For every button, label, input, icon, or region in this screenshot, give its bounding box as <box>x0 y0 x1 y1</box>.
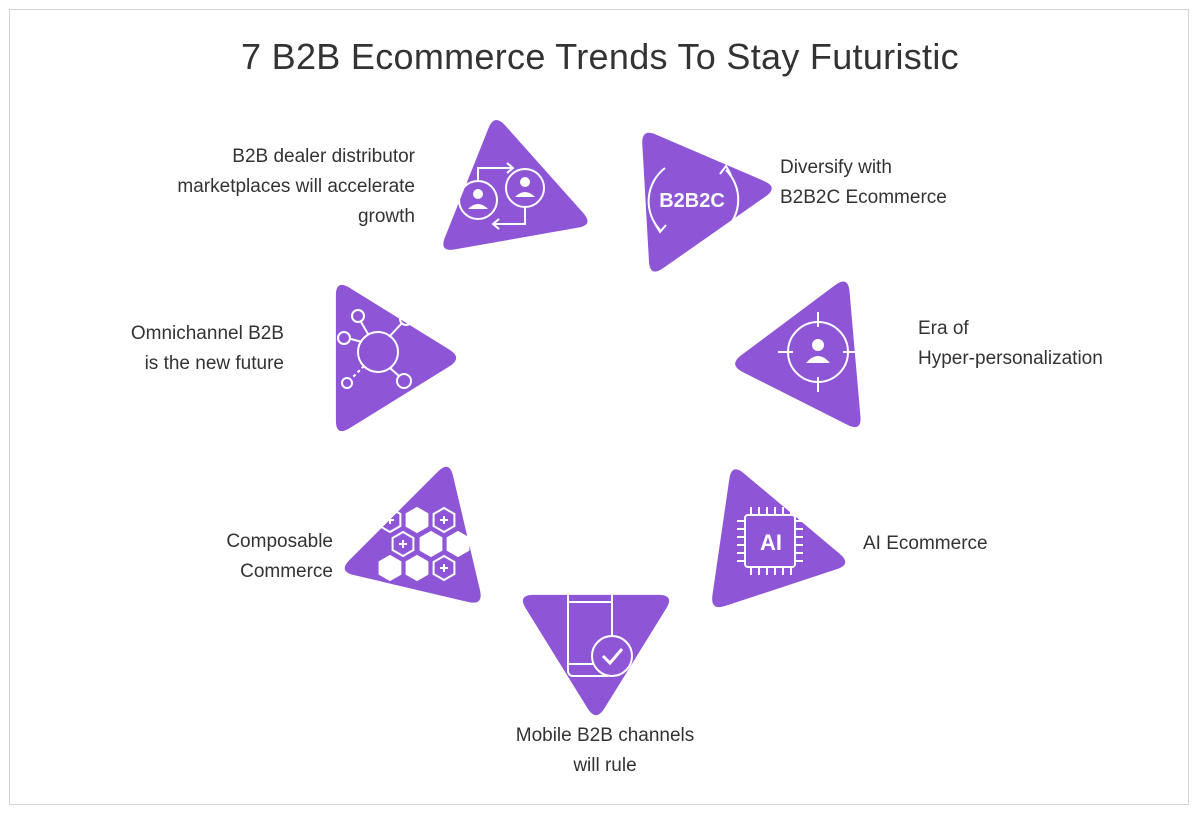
infographic-frame <box>9 9 1189 805</box>
ai-chip-icon: AI <box>737 507 803 575</box>
svg-text:AI: AI <box>760 530 782 555</box>
trend-label-marketplace: B2B dealer distributor marketplaces will… <box>177 146 415 227</box>
trend-badge-b2b2c: B2B2C <box>642 132 772 272</box>
trend-badge-hyper-personalization <box>735 281 861 428</box>
omnichannel-network-icon <box>337 309 413 389</box>
trend-label-b2b2c: Diversify with B2B2C Ecommerce <box>780 157 947 208</box>
trend-label-mobile: Mobile B2B channels will rule <box>515 725 695 776</box>
badge-shape <box>712 469 846 608</box>
badge-shape <box>344 466 481 603</box>
trend-label-omnichannel: Omnichannel B2B is the new future <box>130 323 284 374</box>
trend-label-ai: AI Ecommerce <box>863 533 988 554</box>
trend-label-hyper-personalization: Era of Hyper-personalization <box>918 318 1103 369</box>
badge-shape <box>642 132 772 272</box>
hexagon-cluster-icon <box>378 506 470 582</box>
page-title: 7 B2B Ecommerce Trends To Stay Futuristi… <box>241 36 959 77</box>
mobile-check-icon <box>567 589 633 677</box>
target-user-icon <box>778 312 858 392</box>
trend-badge-mobile <box>522 589 670 716</box>
marketplace-exchange-icon <box>458 162 545 230</box>
trend-badge-omnichannel <box>335 284 457 432</box>
trend-badge-marketplace <box>443 120 588 250</box>
b2b2c-cycle-icon: B2B2C <box>647 164 740 234</box>
svg-text:B2B2C: B2B2C <box>659 190 725 212</box>
trend-badge-ai: AI <box>712 469 846 608</box>
badge-shape <box>443 120 588 250</box>
trend-label-composable: Composable Commerce <box>226 531 333 582</box>
badge-shape <box>735 281 861 428</box>
badge-shape <box>335 284 457 432</box>
trend-badge-composable <box>344 466 481 603</box>
